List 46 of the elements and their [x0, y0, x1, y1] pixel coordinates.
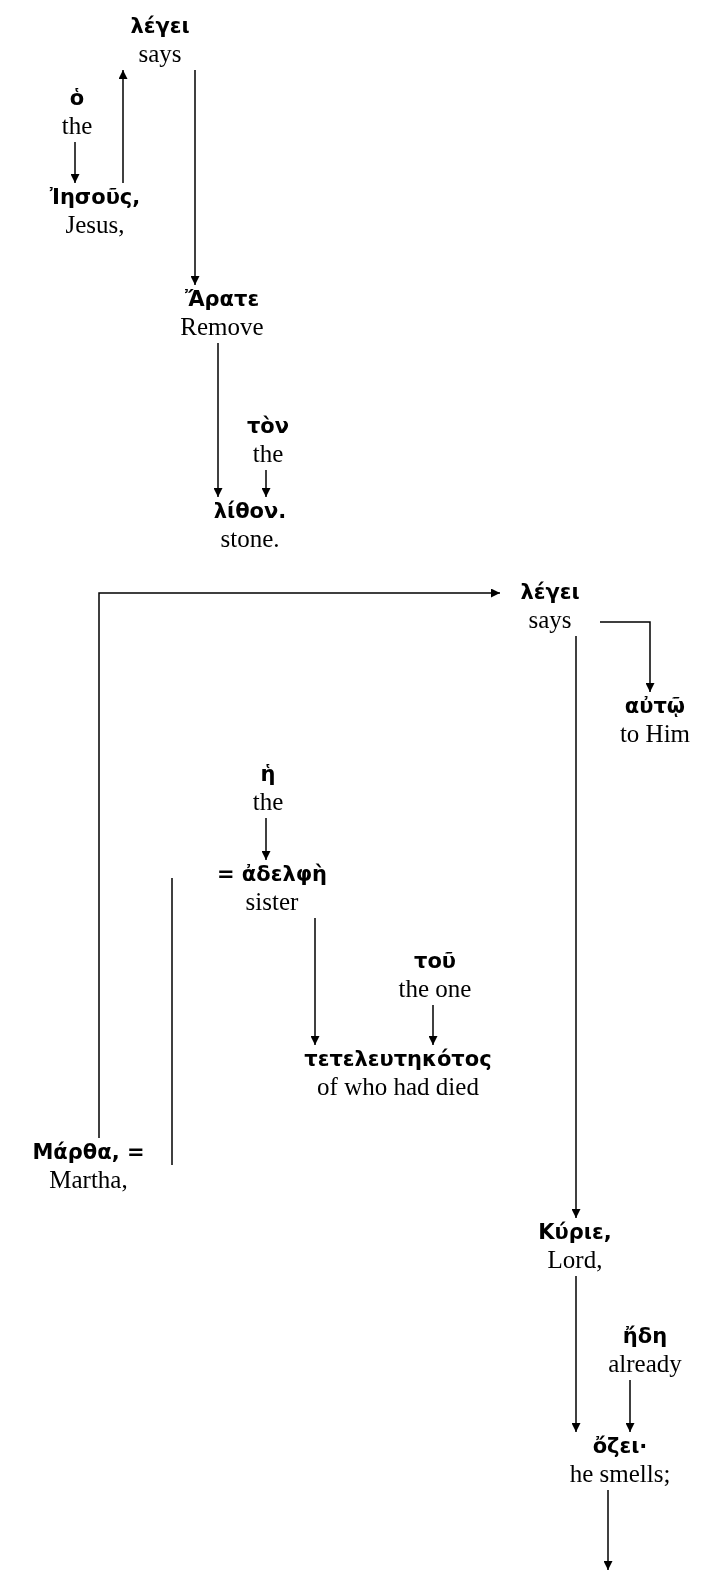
english-gloss: says — [528, 606, 572, 634]
english-gloss: Lord, — [547, 1246, 603, 1274]
english-gloss: of who had died — [317, 1073, 479, 1101]
arrow — [310, 917, 320, 1046]
arrow — [118, 69, 128, 184]
greek-word: Μάρθα, = — [32, 1139, 145, 1166]
arrow — [261, 469, 271, 498]
greek-word: Ἰησοῦς, — [49, 184, 141, 211]
english-gloss: Remove — [180, 313, 264, 341]
arrow — [98, 588, 501, 1139]
arrow — [603, 1489, 613, 1571]
greek-word: Κύριε, — [538, 1219, 612, 1246]
english-gloss: the — [252, 788, 284, 816]
greek-word: ἤδη — [622, 1323, 668, 1350]
greek-word: τοῦ — [414, 948, 456, 975]
arrow — [428, 1004, 438, 1046]
english-gloss: stone. — [220, 525, 280, 553]
arrow — [571, 635, 581, 1219]
arrow — [213, 342, 223, 498]
greek-word: τὸν — [246, 413, 290, 440]
english-gloss: the — [252, 440, 284, 468]
english-gloss: sister — [245, 888, 299, 916]
arrow — [599, 621, 655, 693]
english-gloss: he smells; — [569, 1460, 671, 1488]
english-gloss: says — [138, 40, 182, 68]
greek-word: = ἀδελφὴ — [216, 861, 328, 888]
arrow — [625, 1379, 635, 1433]
greek-word: ἡ — [260, 761, 276, 788]
english-gloss: the — [61, 112, 93, 140]
greek-word: λίθον. — [213, 498, 287, 525]
greek-word: αὐτῷ — [624, 693, 686, 720]
greek-word: λέγει — [130, 13, 190, 40]
greek-word: Ἄρατε — [184, 286, 260, 313]
arrow — [261, 817, 271, 861]
english-gloss: Martha, — [49, 1166, 128, 1194]
arrow — [190, 69, 200, 286]
greek-word: λέγει — [520, 579, 580, 606]
english-gloss: already — [608, 1350, 682, 1378]
greek-word: τετελευτηκότος — [304, 1046, 492, 1073]
arrow — [571, 1275, 581, 1433]
arrow — [70, 141, 80, 184]
english-gloss: Jesus, — [65, 211, 125, 239]
greek-word: ὁ — [69, 85, 85, 112]
english-gloss: the one — [398, 975, 472, 1003]
english-gloss: to Him — [619, 720, 691, 748]
greek-word: ὄζει· — [592, 1433, 648, 1460]
